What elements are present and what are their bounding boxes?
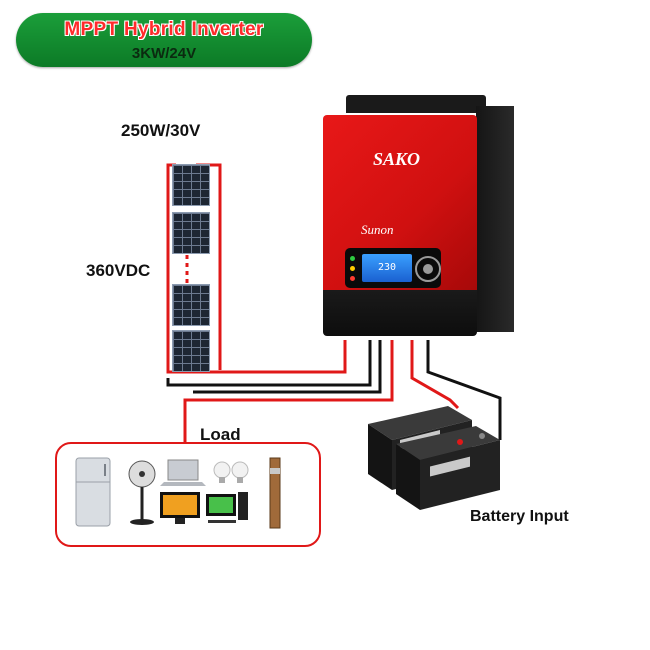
fan-icon — [128, 460, 156, 525]
string-voltage-label: 360VDC — [86, 261, 151, 280]
inverter-side — [476, 106, 514, 332]
product-banner: MPPT Hybrid Inverter 3KW/24V — [16, 13, 312, 67]
refrigerator-icon — [75, 457, 111, 527]
led-icon — [350, 256, 355, 261]
solar-panel-icon — [172, 212, 210, 254]
solar-panel-icon — [172, 164, 210, 206]
load-appliances — [75, 457, 281, 529]
light-bulb-icon — [213, 461, 249, 483]
battery-input-label: Battery Input — [470, 508, 569, 525]
panel-rating-label: 250W/30V — [121, 121, 201, 140]
battery-icon — [396, 426, 500, 510]
laptop-icon — [160, 459, 206, 486]
led-icon — [350, 276, 355, 281]
inverter-sub-brand: Sunon — [361, 222, 394, 237]
battery-bank — [368, 406, 500, 510]
lcd-display: 230 — [362, 254, 412, 282]
load-wiring — [183, 340, 394, 442]
inverter-top — [346, 95, 486, 113]
banner-background — [16, 13, 312, 67]
navigation-keypad — [415, 256, 441, 282]
load-label: Load — [200, 425, 241, 444]
banner-title: MPPT Hybrid Inverter — [64, 19, 264, 40]
inverter-base — [323, 290, 477, 336]
solar-panel-icon — [172, 330, 210, 372]
banner-subtitle: 3KW/24V — [131, 45, 197, 62]
inverter-brand-logo: SAKO — [373, 149, 421, 169]
water-pump-icon — [269, 457, 281, 529]
solar-panel-icon — [172, 284, 210, 326]
tv-icon — [160, 492, 200, 524]
led-icon — [350, 266, 355, 271]
desktop-pc-icon — [206, 492, 248, 523]
